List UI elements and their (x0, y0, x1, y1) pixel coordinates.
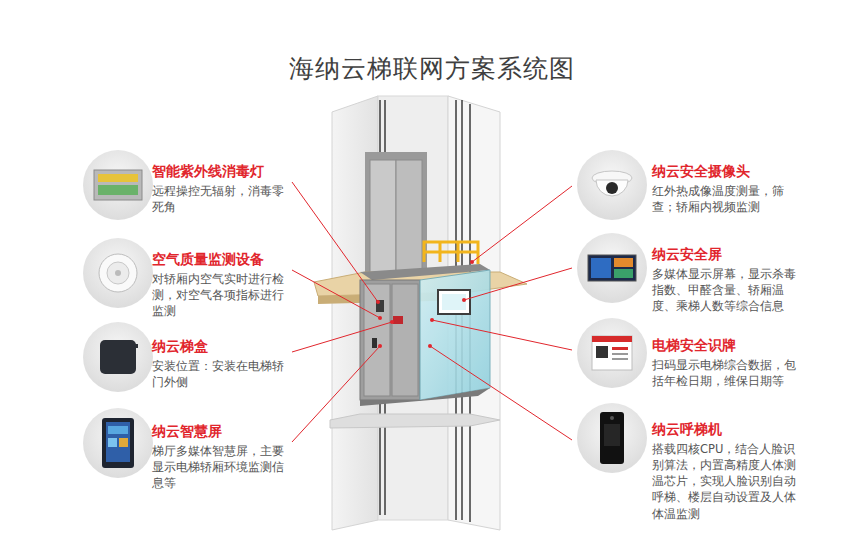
leader-lines (292, 182, 572, 442)
callout-item: 智能紫外线消毒灯远程操控无辐射，消毒零死角 (152, 162, 290, 216)
callout-heading: 纳云安全屏 (652, 245, 802, 263)
air-sensor-icon (83, 238, 153, 308)
callout-description: 对轿厢内空气实时进行检测，对空气各项指标进行监测 (152, 271, 290, 319)
camera-icon (577, 150, 647, 220)
callout-item: 空气质量监测设备对轿厢内空气实时进行检测，对空气各项指标进行监测 (152, 250, 290, 320)
callout-item: 电梯安全识牌扫码显示电梯综合数据，包括年检日期，维保日期等 (652, 336, 802, 390)
callout-heading: 纳云呼梯机 (652, 420, 802, 438)
callout-heading: 纳云安全摄像头 (652, 162, 802, 180)
callout-heading: 电梯安全识牌 (652, 336, 802, 354)
safety-sign-icon (577, 318, 647, 388)
call-panel-icon (577, 403, 647, 473)
callout-item: 纳云呼梯机搭载四核CPU，结合人脸识别算法，内置高精度人体测温芯片，实现人脸识别… (652, 420, 802, 522)
callout-description: 安装位置：安装在电梯轿门外侧 (152, 358, 290, 390)
elevator-box-icon (83, 322, 153, 392)
callout-description: 扫码显示电梯综合数据，包括年检日期，维保日期等 (652, 357, 802, 389)
callout-heading: 智能紫外线消毒灯 (152, 162, 290, 180)
callout-heading: 纳云梯盒 (152, 337, 290, 355)
elevator-car (360, 264, 490, 406)
callout-description: 多媒体显示屏幕，显示杀毒指数、甲醛含量、轿厢温度、乘梯人数等综合信息 (652, 266, 802, 314)
callout-description: 远程操控无辐射，消毒零死角 (152, 183, 290, 215)
callout-heading: 纳云智慧屏 (152, 422, 290, 440)
safety-screen-icon (577, 233, 647, 303)
shaft-walls (332, 96, 500, 530)
leader-dots (376, 260, 474, 348)
callout-description: 搭载四核CPU，结合人脸识别算法，内置高精度人体测温芯片，实现人脸识别自动呼梯、… (652, 441, 802, 521)
diagram-title: 海纳云梯联网方案系统图 (0, 52, 864, 85)
callout-item: 纳云安全屏多媒体显示屏幕，显示杀毒指数、甲醛含量、轿厢温度、乘梯人数等综合信息 (652, 245, 802, 315)
callout-item: 纳云安全摄像头红外热成像温度测量，筛查；轿厢内视频监测 (652, 162, 802, 216)
callout-description: 梯厅多媒体智慧屏，主要显示电梯轿厢环境监测信息等 (152, 443, 290, 491)
smart-screen-icon (83, 408, 153, 478)
callout-item: 纳云智慧屏梯厅多媒体智慧屏，主要显示电梯轿厢环境监测信息等 (152, 422, 290, 492)
lower-slab (330, 414, 500, 428)
car-top-railing (424, 242, 478, 264)
callout-item: 纳云梯盒安装位置：安装在电梯轿门外侧 (152, 337, 290, 391)
uv-lamp-icon (83, 150, 153, 220)
callout-description: 红外热成像温度测量，筛查；轿厢内视频监测 (652, 183, 802, 215)
callout-heading: 空气质量监测设备 (152, 250, 290, 268)
